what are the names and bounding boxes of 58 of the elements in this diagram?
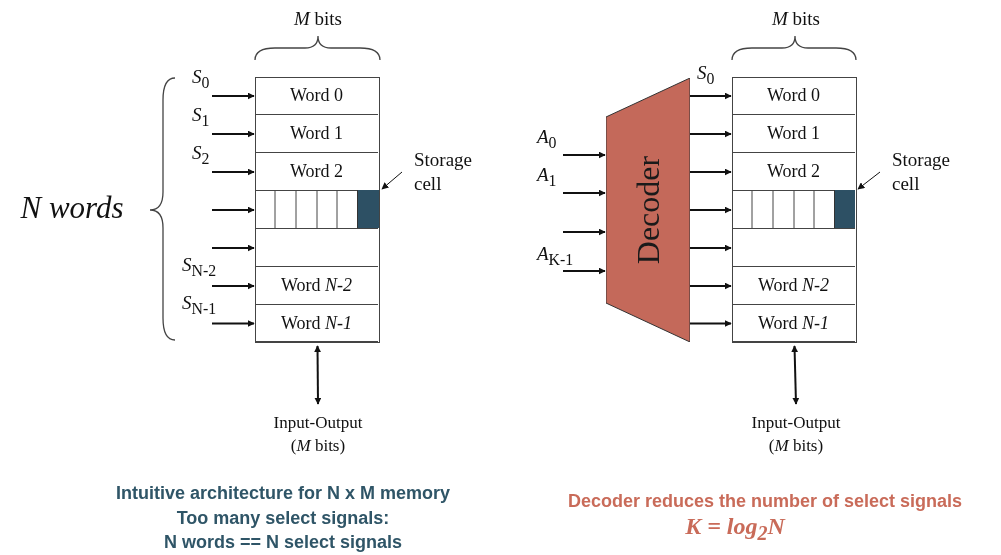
caption-text: Decoder reduces the number of select signals	[567, 491, 963, 512]
io-label: Input-Output (M bits)	[263, 412, 373, 458]
leader-line	[857, 171, 881, 190]
word-row: Word N-1	[255, 305, 378, 342]
signal-label: S$_{N-2}$	[182, 254, 217, 280]
arrow	[562, 151, 606, 159]
decoder-label: Decoder	[629, 155, 667, 265]
arrow	[211, 244, 255, 252]
callout-text: Storage cell	[892, 148, 972, 196]
arrow	[689, 206, 732, 214]
formula-text: K = log$_{2}$N	[685, 513, 785, 545]
leader-line	[381, 171, 403, 190]
signal-label: A$_{1}$	[537, 164, 557, 190]
word-row: Word N-2	[255, 267, 378, 305]
arrow	[562, 189, 606, 197]
word-count-label: N words	[20, 190, 124, 226]
memory-array	[255, 77, 380, 343]
arrow	[689, 168, 732, 176]
io-label: Input-Output (M bits)	[741, 412, 851, 458]
callout-text: Storage cell	[414, 148, 494, 196]
storage-cell	[834, 190, 855, 228]
signal-label: S$_{0}$	[192, 66, 210, 92]
arrow	[562, 267, 606, 275]
arrow	[689, 244, 732, 252]
arrow	[211, 92, 255, 100]
signal-label: S$_{N-1}$	[182, 292, 217, 318]
word-row: Word 1	[255, 115, 378, 153]
signal-label: S$_{0}$	[697, 62, 715, 88]
word-row: Word N-1	[732, 305, 855, 342]
arrow	[689, 282, 732, 290]
storage-cell-row	[255, 191, 378, 229]
arrow	[211, 282, 255, 290]
word-row: Word 1	[732, 115, 855, 153]
arrow	[689, 320, 732, 327]
arrow	[211, 206, 255, 214]
word-row: Word 0	[255, 77, 378, 115]
bit-width-label: M bits	[294, 8, 342, 30]
storage-cell-row	[732, 191, 855, 229]
arrow	[562, 228, 606, 236]
arrow	[211, 320, 255, 327]
signal-label: A$_{0}$	[537, 126, 557, 152]
storage-cell	[357, 190, 379, 228]
bit-width-label: M bits	[772, 8, 820, 30]
caption-text: Intuitive architecture for N x M memory	[115, 483, 451, 504]
caption-text: Too many select signals:	[176, 508, 390, 529]
word-row: Word N-2	[732, 267, 855, 305]
arrow	[689, 130, 732, 138]
caption-text: N words == N select signals	[163, 532, 403, 553]
arrow	[211, 130, 255, 138]
arrow	[211, 168, 255, 176]
arrow	[689, 92, 732, 100]
word-row: Word 0	[732, 77, 855, 115]
arrow	[791, 345, 800, 405]
signal-label: A$_{K-1}$	[537, 243, 574, 269]
signal-label: S$_{1}$	[192, 104, 210, 130]
signal-label: S$_{2}$	[192, 142, 210, 168]
arrow	[314, 345, 322, 405]
memory-array	[732, 77, 857, 343]
